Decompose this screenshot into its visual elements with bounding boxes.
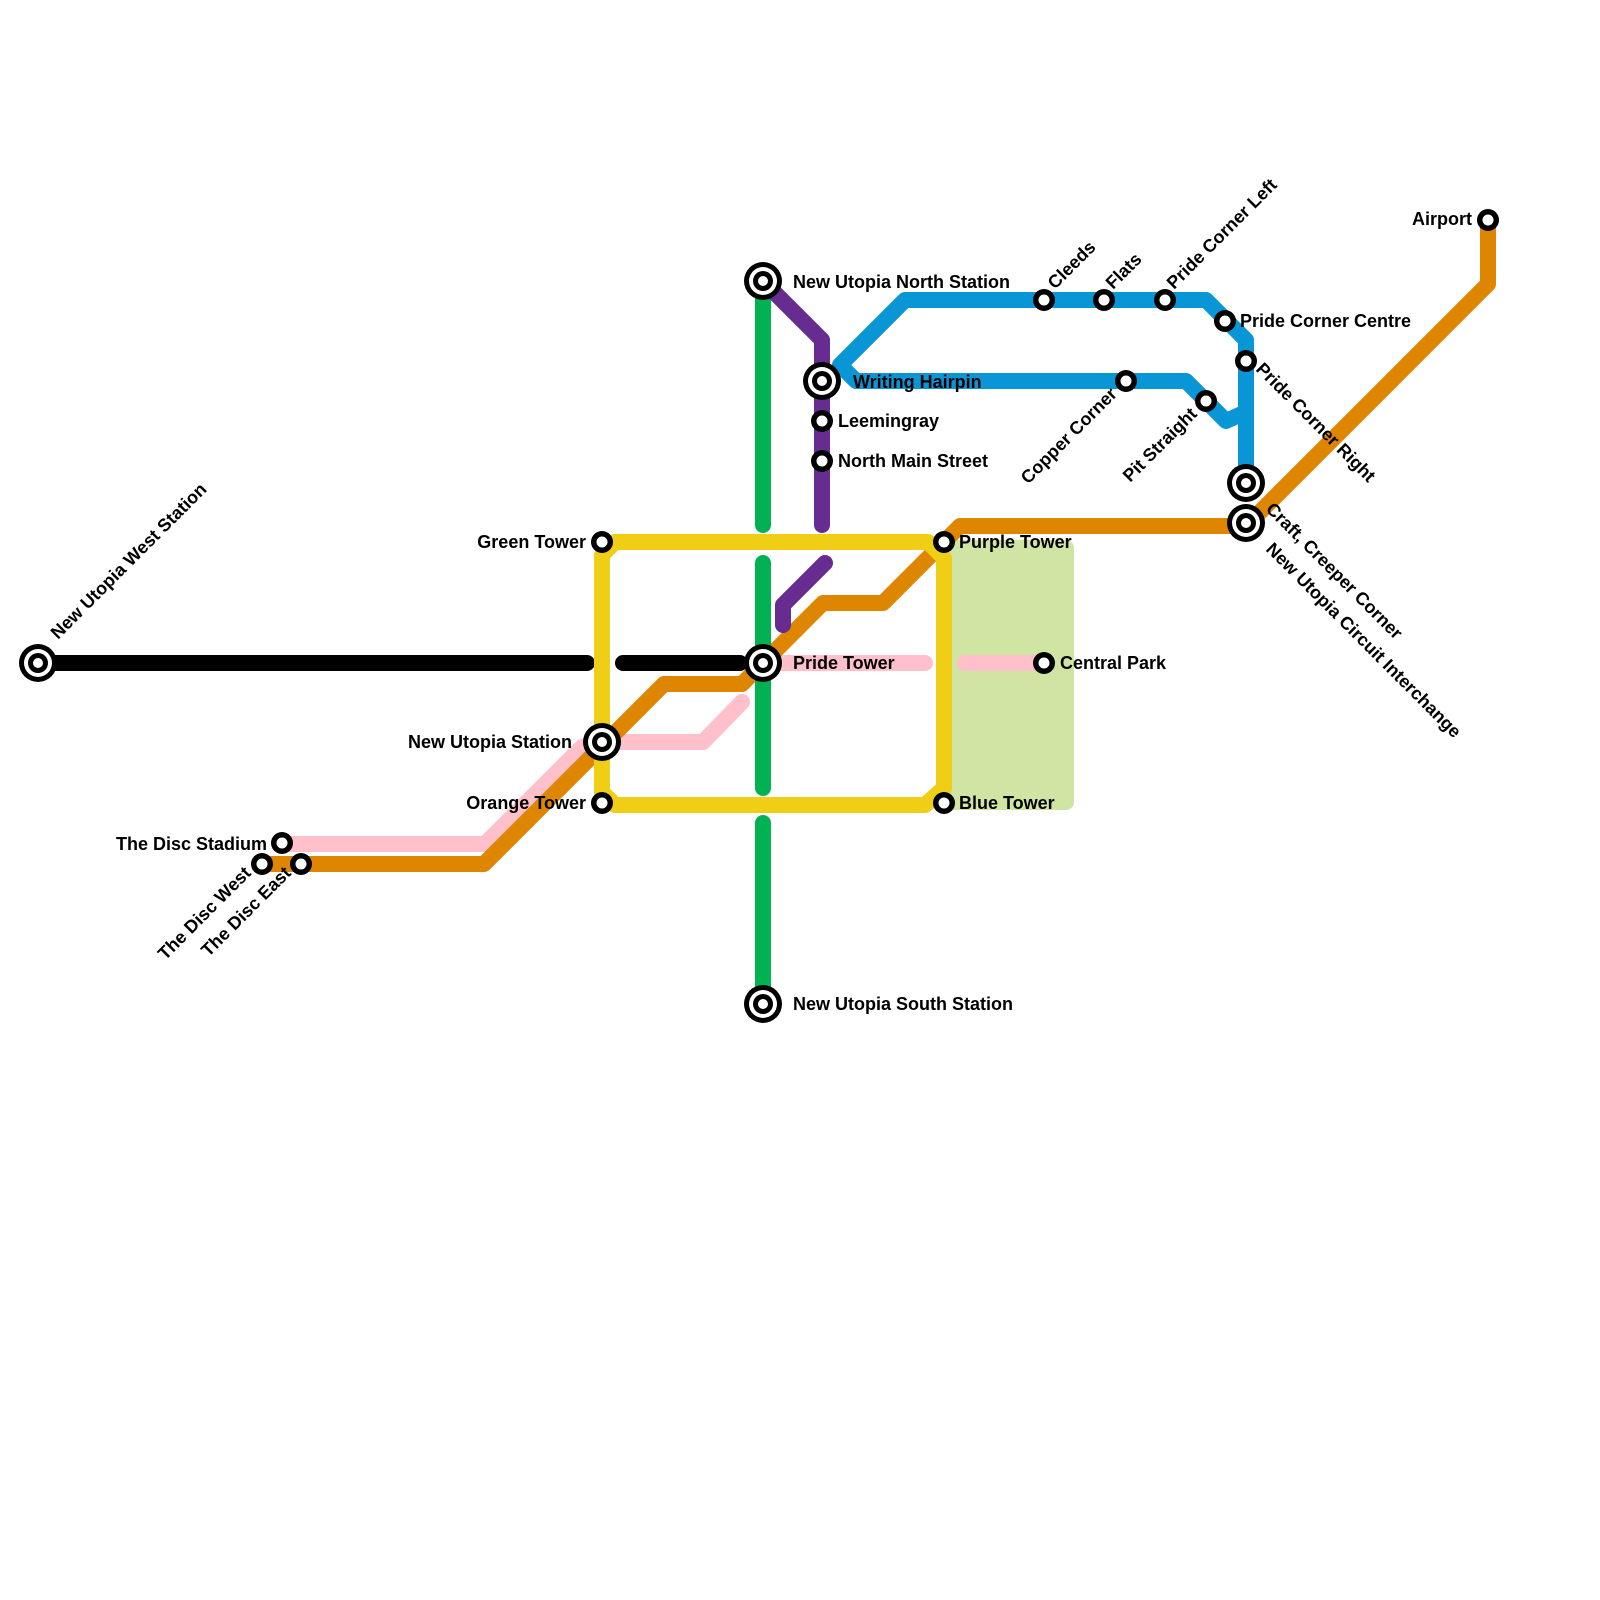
station-dot-inner <box>1200 395 1212 407</box>
station-purple-tower[interactable] <box>933 531 955 553</box>
line-orange <box>254 214 1496 872</box>
station-new-utopia-station[interactable] <box>583 723 621 761</box>
station-dot-inner <box>1038 657 1050 669</box>
station-airport[interactable] <box>1477 209 1499 231</box>
station-cleeds[interactable] <box>1033 289 1055 311</box>
station-label: New Utopia North Station <box>793 272 1010 292</box>
line-pink <box>272 655 1048 852</box>
station-the-disc-east[interactable] <box>290 853 312 875</box>
station-label: Orange Tower <box>466 793 586 813</box>
interchange-core <box>597 737 607 747</box>
station-dot-inner <box>938 536 950 548</box>
station-blue-tower[interactable] <box>933 792 955 814</box>
station-label: Airport <box>1412 209 1472 229</box>
station-markers <box>19 209 1499 1023</box>
interchange-core <box>1241 518 1251 528</box>
station-dot-inner <box>816 455 828 467</box>
station-label: Pride Corner Left <box>1163 175 1281 293</box>
station-the-disc-west[interactable] <box>251 853 273 875</box>
station-new-utopia-west-station[interactable] <box>19 644 57 682</box>
station-north-main-street[interactable] <box>811 450 833 472</box>
park-area <box>946 540 1074 810</box>
station-new-utopia-circuit-interchange[interactable] <box>1227 504 1265 542</box>
station-dot-inner <box>938 797 950 809</box>
station-label: Green Tower <box>477 532 586 552</box>
station-dot-inner <box>1038 294 1050 306</box>
station-label: New Utopia Circuit Interchange <box>1262 539 1465 742</box>
station-label: Copper Corner <box>1017 384 1121 488</box>
station-craft-creeper-corner[interactable] <box>1227 464 1265 502</box>
station-label: Cleeds <box>1044 237 1100 293</box>
station-dot-inner <box>596 536 608 548</box>
station-label: Central Park <box>1060 653 1167 673</box>
station-label: Pride Tower <box>793 653 895 673</box>
station-pride-corner-right[interactable] <box>1235 350 1257 372</box>
station-label: Pit Straight <box>1119 404 1201 486</box>
interchange-core <box>758 658 768 668</box>
station-label: Flats <box>1102 249 1146 293</box>
station-label: Pride Corner Centre <box>1240 311 1411 331</box>
interchange-core <box>758 999 768 1009</box>
interchange-core <box>33 658 43 668</box>
station-dot-inner <box>1219 315 1231 327</box>
station-label: New Utopia Station <box>408 732 572 752</box>
station-label: Purple Tower <box>959 532 1072 552</box>
station-copper-corner[interactable] <box>1115 370 1137 392</box>
station-dot-inner <box>276 837 288 849</box>
interchange-core <box>1241 478 1251 488</box>
station-dot-inner <box>596 797 608 809</box>
station-pride-corner-centre[interactable] <box>1214 310 1236 332</box>
station-dot-inner <box>1098 294 1110 306</box>
station-dot-inner <box>1240 355 1252 367</box>
station-pride-tower[interactable] <box>744 644 782 682</box>
route-lines <box>30 214 1496 1009</box>
station-flats[interactable] <box>1093 289 1115 311</box>
station-green-tower[interactable] <box>591 531 613 553</box>
station-dot-inner <box>1159 294 1171 306</box>
station-pride-corner-left[interactable] <box>1154 289 1176 311</box>
station-label: New Utopia West Station <box>47 479 211 643</box>
interchange-core <box>758 276 768 286</box>
station-central-park[interactable] <box>1033 652 1055 674</box>
station-label: North Main Street <box>838 451 988 471</box>
station-orange-tower[interactable] <box>591 792 613 814</box>
station-writing-hairpin[interactable] <box>803 362 841 400</box>
station-leemingray[interactable] <box>811 410 833 432</box>
station-dot-inner <box>816 415 828 427</box>
station-label: Blue Tower <box>959 793 1055 813</box>
station-new-utopia-south-station[interactable] <box>744 985 782 1023</box>
station-label: Leemingray <box>838 411 939 431</box>
station-dot-inner <box>1120 375 1132 387</box>
station-label: The Disc Stadium <box>116 834 267 854</box>
station-dot-inner <box>1482 214 1494 226</box>
station-label: Writing Hairpin <box>853 372 982 392</box>
station-new-utopia-north-station[interactable] <box>744 262 782 300</box>
interchange-core <box>817 376 827 386</box>
station-pit-straight[interactable] <box>1195 390 1217 412</box>
station-label: New Utopia South Station <box>793 994 1013 1014</box>
line-blue <box>832 292 1254 491</box>
station-dot-inner <box>295 858 307 870</box>
station-dot-inner <box>256 858 268 870</box>
station-the-disc-stadium[interactable] <box>271 832 293 854</box>
